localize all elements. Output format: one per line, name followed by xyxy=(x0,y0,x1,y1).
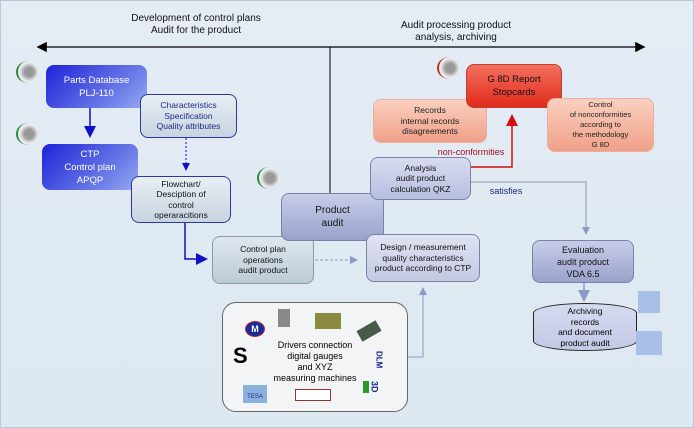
calendar-gear-icon xyxy=(257,167,281,189)
attachment-icon[interactable] xyxy=(638,291,660,313)
header-right-line2: analysis, archiving xyxy=(415,32,497,43)
product-audit-box[interactable]: Product audit xyxy=(281,193,384,241)
digital-gauge-icon[interactable] xyxy=(356,320,382,342)
control-plan-operations-box[interactable]: Control plan operations audit product xyxy=(212,236,314,284)
s-logo-icon[interactable]: S xyxy=(233,343,248,368)
measuring-device-icon[interactable] xyxy=(315,313,341,329)
ctp-box[interactable]: CTP Control plan APQP xyxy=(42,144,138,190)
gauge-icon[interactable] xyxy=(278,309,290,327)
nonconformities-label: non-conformities xyxy=(437,147,505,157)
drivers-label: Drivers connection digital gauges and XY… xyxy=(273,340,357,383)
flowchart-box[interactable]: Flowchart/ Desciption of control operara… xyxy=(131,176,231,223)
g8d-report-box[interactable]: G 8D Report Stopcards xyxy=(466,64,562,108)
analysis-box[interactable]: Analysis audit product calculation QKZ xyxy=(370,157,471,200)
printer-icon[interactable] xyxy=(636,331,662,355)
satisfies-label: satisfies xyxy=(489,186,523,196)
gear-database-icon xyxy=(16,61,40,83)
archiving-database[interactable]: Archiving records and document product a… xyxy=(533,303,637,351)
evaluation-box[interactable]: Evaluation audit product VDA 6.5 xyxy=(532,240,634,283)
report-icon xyxy=(437,57,461,79)
tesa-icon[interactable]: TESA xyxy=(243,385,267,403)
design-measurement-box[interactable]: Design / measurement quality characteris… xyxy=(366,234,480,282)
header-left: Development of control plans Audit for t… xyxy=(96,13,296,37)
m-app-icon[interactable]: M xyxy=(245,321,265,337)
control-nonconformities-box[interactable]: Control of nonconformities according to … xyxy=(547,98,654,152)
caliper-icon[interactable] xyxy=(295,389,331,401)
header-left-line1: Development of control plans xyxy=(131,13,261,24)
dlm-icon[interactable]: DLM xyxy=(374,351,384,369)
3d-icon[interactable]: 3D xyxy=(363,381,380,393)
flowchart-icon xyxy=(16,123,40,145)
characteristics-box[interactable]: Characteristics Specification Quality at… xyxy=(140,94,237,138)
header-right-line1: Audit processing product xyxy=(400,20,512,31)
header-left-line2: Audit for the product xyxy=(150,25,242,36)
parts-database-box[interactable]: Parts Database PLJ-110 xyxy=(46,65,147,108)
records-box[interactable]: Records internal records disagreements xyxy=(373,99,487,143)
drivers-box[interactable]: Drivers connection digital gauges and XY… xyxy=(222,302,408,412)
header-right: Audit processing product analysis, archi… xyxy=(356,20,556,44)
